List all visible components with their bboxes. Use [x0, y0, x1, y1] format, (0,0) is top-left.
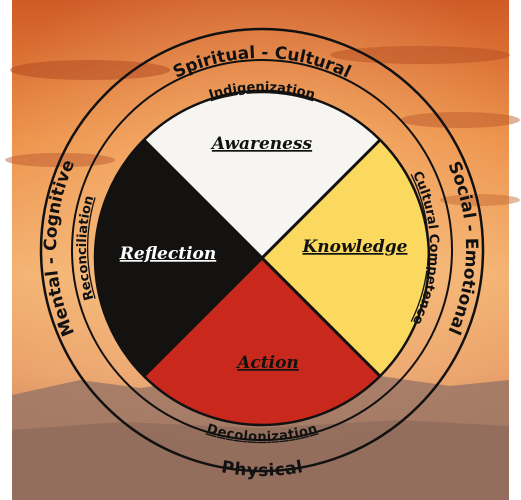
- label-action: Action: [235, 353, 299, 373]
- outer-ring-bottom-text: Physical: [220, 457, 304, 481]
- cloud-streaks: [5, 46, 520, 206]
- outer-ring-border: [39, 27, 485, 473]
- inner-ring-left-text: Reconciliation: [75, 194, 97, 302]
- quadrants: [93, 89, 431, 427]
- quadrant-awareness: [144, 91, 380, 258]
- quadrant-reflection: [95, 140, 263, 376]
- divider-line-2: [142, 138, 382, 378]
- inner-ring-top-text: Indigenization: [207, 80, 317, 103]
- quadrant-knowledge: [262, 140, 429, 376]
- label-knowledge: Knowledge: [302, 237, 408, 257]
- middle-ring-border: [71, 59, 453, 441]
- foreground-hills: [12, 420, 509, 500]
- label-awareness: Awareness: [210, 134, 313, 154]
- quadrant-action: [144, 258, 380, 425]
- label-reflection: Reflection: [119, 244, 216, 264]
- inner-circle-border: [93, 89, 431, 427]
